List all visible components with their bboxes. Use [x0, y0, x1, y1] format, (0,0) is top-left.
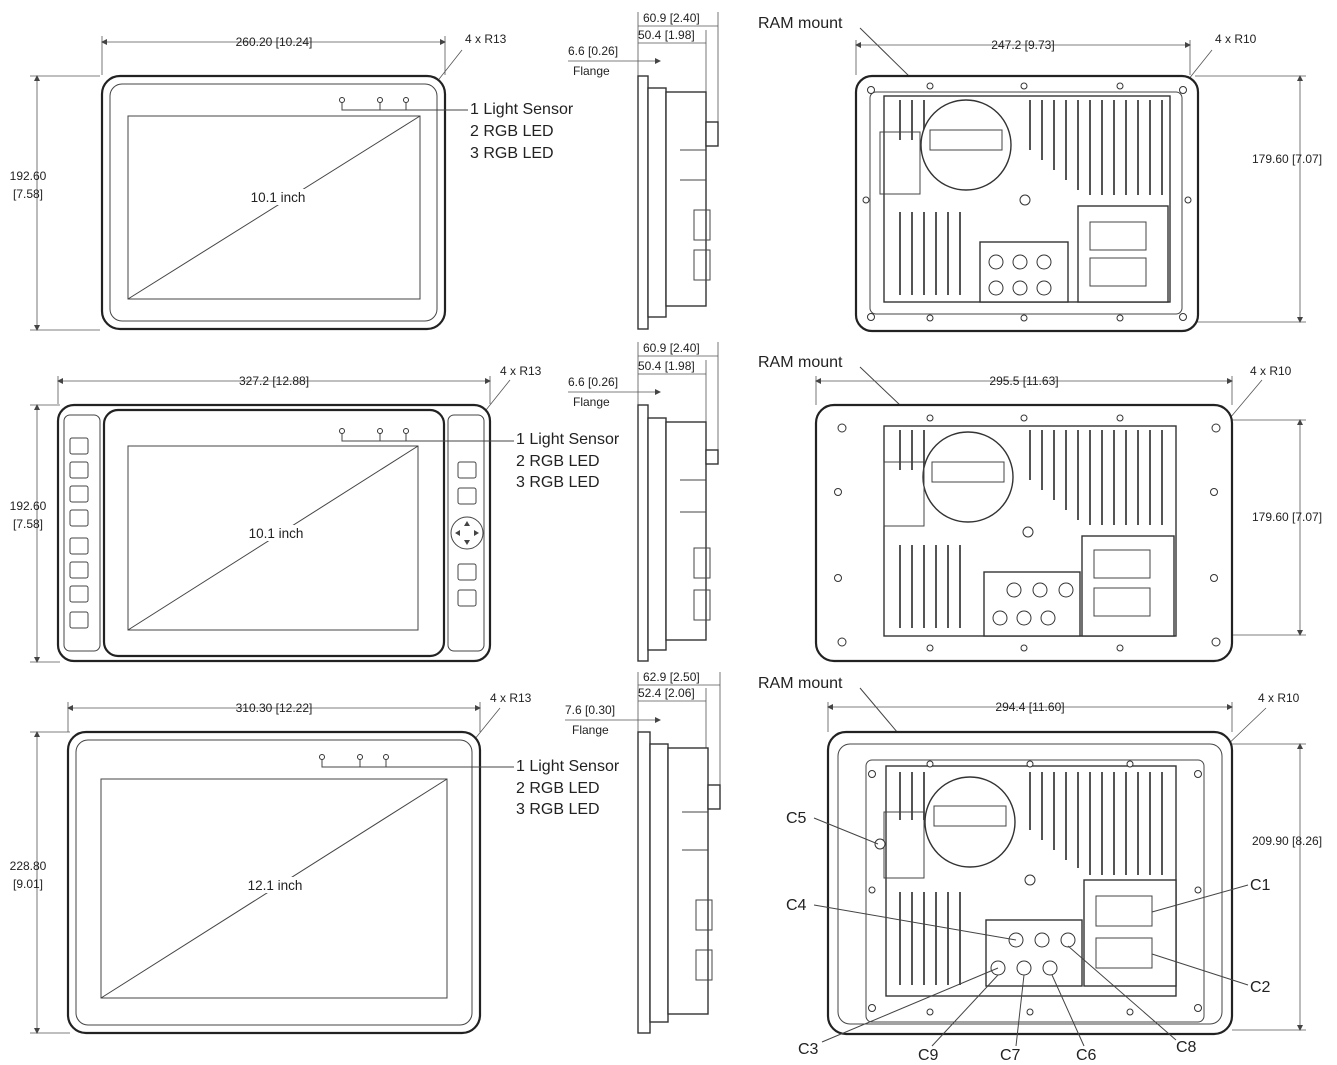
row1-back-radius: 4 x R10 [1215, 32, 1257, 46]
callout-c6: C6 [1076, 1047, 1097, 1064]
row1-back-view: RAM mount 247.2 [9.73] 4 x R10 179.60 [7… [758, 15, 1322, 333]
row1-side-view: 60.9 [2.40] 50.4 [1.98] 6.6 [0.26] Flang… [568, 11, 719, 330]
row3-front-height: 228.80 [10, 859, 47, 873]
row2-back-height: 179.60 [7.07] [1252, 510, 1322, 524]
row2-depth-body: 50.4 [1.98] [638, 359, 695, 373]
row3-back-width: 294.4 [11.60] [995, 700, 1064, 714]
row1-front-width: 260.20 [10.24] [236, 35, 313, 49]
row3-light-sensor-label: 1 Light Sensor [516, 758, 620, 775]
row2-rgb-led-2-label: 2 RGB LED [516, 453, 600, 470]
row2-light-sensor-label: 1 Light Sensor [516, 431, 620, 448]
row1-light-sensor-label: 1 Light Sensor [470, 101, 574, 118]
row1-rgb-led-2-label: 2 RGB LED [470, 123, 554, 140]
row1-ram-mount-label: RAM mount [758, 15, 843, 32]
row3-back-view: RAM mount 294.4 [11.60] 4 x R10 209.90 [… [758, 675, 1322, 1064]
row1-front-height-inch: [7.58] [13, 187, 43, 201]
row3-back-radius: 4 x R10 [1258, 691, 1300, 705]
row2-back-view: RAM mount 295.5 [11.63] 4 x R10 179.60 [… [758, 354, 1322, 663]
row3-front-radius: 4 x R13 [490, 691, 532, 705]
row2-front-height: 192.60 [10, 499, 47, 513]
callout-c7: C7 [1000, 1047, 1021, 1064]
row2-front-view: 327.2 [12.88] 4 x R13 192.60 [7.58] 10.1… [10, 364, 620, 663]
row2-back-width: 295.5 [11.63] [989, 374, 1058, 388]
row3-ram-mount-label: RAM mount [758, 675, 843, 692]
callout-c5: C5 [786, 810, 807, 827]
row2-right-keypad [450, 461, 484, 607]
row2-front-width: 327.2 [12.88] [239, 374, 309, 388]
callout-c8: C8 [1176, 1039, 1197, 1056]
callout-c4: C4 [786, 897, 807, 914]
row1-rgb-led-3-label: 3 RGB LED [470, 145, 554, 162]
row3-depth-total: 62.9 [2.50] [643, 670, 700, 684]
row2-front-height-inch: [7.58] [13, 517, 43, 531]
row2-flange-depth: 6.6 [0.26] [568, 375, 618, 389]
connector-callouts: C5 C4 C1 C2 C3 C9 C7 C6 C8 [786, 810, 1271, 1064]
row1-back-height: 179.60 [7.07] [1252, 152, 1322, 166]
row1-back-width: 247.2 [9.73] [991, 38, 1054, 52]
row3-front-height-inch: [9.01] [13, 877, 43, 891]
row3-flange-depth: 7.6 [0.30] [565, 703, 615, 717]
row2-front-radius: 4 x R13 [500, 364, 542, 378]
row3-flange-label: Flange [572, 723, 609, 737]
row3-rgb-led-2-label: 2 RGB LED [516, 780, 600, 797]
row1-front-height: 192.60 [10, 169, 47, 183]
row1-flange-depth: 6.6 [0.26] [568, 44, 618, 58]
row2-rgb-led-3-label: 3 RGB LED [516, 474, 600, 491]
row1-depth-body: 50.4 [1.98] [638, 28, 695, 42]
row3-screen-diagonal: 12.1 inch [248, 878, 303, 893]
row2-side-view: 60.9 [2.40] 50.4 [1.98] 6.6 [0.26] Flang… [568, 341, 719, 662]
row2-screen-diagonal: 10.1 inch [249, 526, 304, 541]
row2-flange-label: Flange [573, 395, 610, 409]
row1-flange-label: Flange [573, 64, 610, 78]
callout-c3: C3 [798, 1041, 819, 1058]
row3-side-view: 62.9 [2.50] 52.4 [2.06] 7.6 [0.30] Flang… [565, 670, 721, 1034]
row1-front-radius: 4 x R13 [465, 32, 507, 46]
callout-c2: C2 [1250, 979, 1271, 996]
callout-c9: C9 [918, 1047, 939, 1064]
row2-back-radius: 4 x R10 [1250, 364, 1292, 378]
row2-ram-mount-label: RAM mount [758, 354, 843, 371]
row1-depth-total: 60.9 [2.40] [643, 11, 700, 25]
row3-front-view: 310.30 [12.22] 4 x R13 228.80 [9.01] 12.… [10, 691, 620, 1035]
row2-left-keypad [69, 437, 89, 629]
row3-rgb-led-3-label: 3 RGB LED [516, 801, 600, 818]
callout-c1: C1 [1250, 877, 1271, 894]
row1-screen-diagonal: 10.1 inch [251, 190, 306, 205]
row1-front-view: 260.20 [10.24] 4 x R13 192.60 [7.58] 10.… [10, 32, 574, 331]
row2-depth-total: 60.9 [2.40] [643, 341, 700, 355]
row3-depth-body: 52.4 [2.06] [638, 686, 695, 700]
row3-back-height: 209.90 [8.26] [1252, 834, 1322, 848]
row3-front-width: 310.30 [12.22] [236, 701, 313, 715]
